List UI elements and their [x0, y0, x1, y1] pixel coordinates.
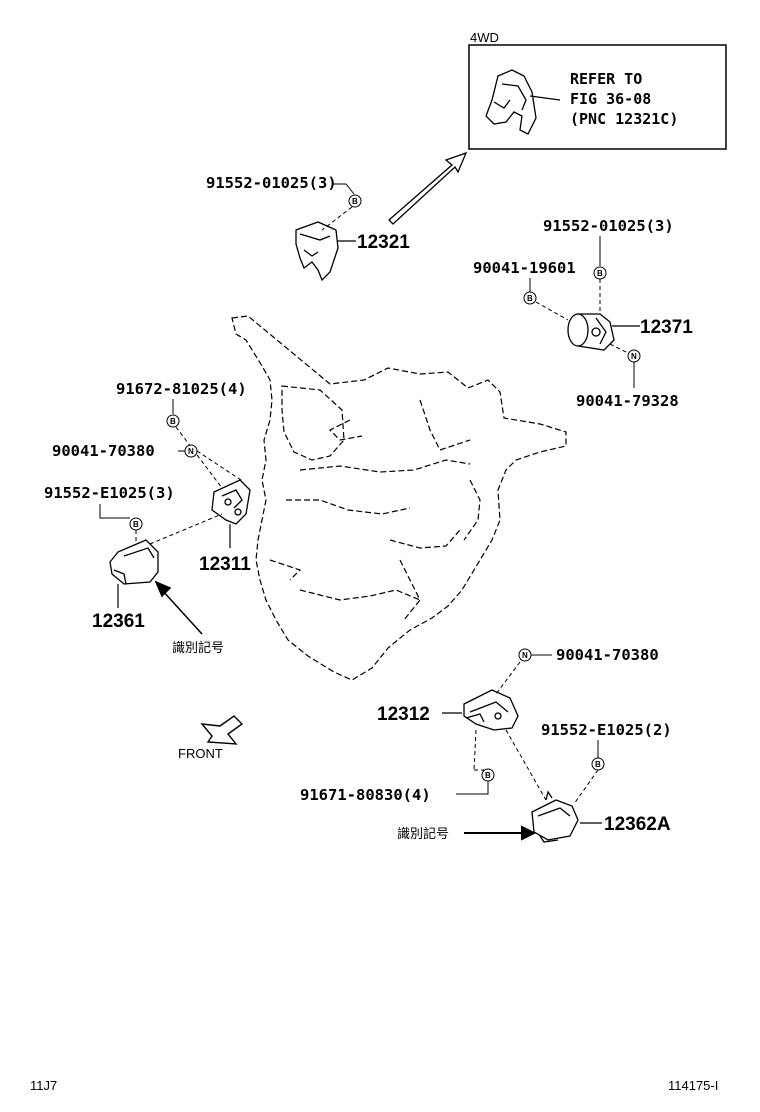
nut-marker: N — [184, 444, 198, 458]
pn-90041-79328: 90041-79328 — [576, 392, 679, 410]
front-label: FRONT — [178, 746, 223, 761]
svg-text:B: B — [595, 760, 601, 769]
svg-text:N: N — [188, 447, 194, 456]
bolt-marker: B — [481, 768, 495, 782]
ident-arrow-2 — [464, 825, 537, 841]
svg-text:B: B — [485, 771, 491, 780]
pn-90041-70380-b: 90041-70380 — [556, 646, 659, 664]
pnc-12311: 12311 — [199, 554, 251, 575]
bolt-marker: B — [348, 194, 362, 208]
ident-mark-label-1: 識別記号 — [172, 640, 224, 656]
variant-label: 4WD — [470, 30, 499, 45]
svg-text:N: N — [631, 352, 637, 361]
front-arrow-icon — [200, 715, 244, 745]
ident-mark-label-2: 識別記号 — [397, 826, 449, 842]
engine-block-outline — [231, 315, 567, 681]
pnc-12321: 12321 — [357, 232, 410, 253]
pnc-12371: 12371 — [640, 317, 693, 338]
bolt-marker: B — [593, 266, 607, 280]
pn-90041-19601: 90041-19601 — [473, 259, 576, 277]
pn-91552-01025-b: 91552-01025(3) — [543, 217, 674, 235]
pnc-12362a: 12362A — [604, 814, 671, 835]
bracket-12312-illustration — [463, 689, 519, 731]
pn-91552-e1025-a: 91552-E1025(3) — [44, 484, 175, 502]
svg-text:B: B — [352, 197, 358, 206]
footer-left-code: 11J7 — [30, 1078, 57, 1093]
pn-91552-e1025-b: 91552-E1025(2) — [541, 721, 672, 739]
pn-91552-01025-a: 91552-01025(3) — [206, 174, 337, 192]
engine-mount-12371-illustration — [567, 313, 615, 351]
pn-91671-80830: 91671-80830(4) — [300, 786, 431, 804]
bracket-12311-illustration — [211, 479, 251, 525]
pn-90041-70380-a: 90041-70380 — [52, 442, 155, 460]
refer-line-1: REFER TO — [570, 70, 642, 88]
nut-marker: N — [627, 349, 641, 363]
ident-arrow-1 — [154, 580, 203, 635]
footer-right-code: 114175-I — [668, 1078, 718, 1093]
pnc-12361: 12361 — [92, 611, 145, 632]
pn-91672-81025: 91672-81025(4) — [116, 380, 247, 398]
bolt-marker: B — [523, 291, 537, 305]
svg-text:B: B — [527, 294, 533, 303]
bolt-marker: B — [166, 414, 180, 428]
mount-12362a-illustration — [531, 790, 579, 843]
mount-12361-illustration — [109, 539, 159, 585]
svg-text:B: B — [170, 417, 176, 426]
nut-marker: N — [518, 648, 532, 662]
refer-arrow — [388, 151, 468, 225]
refer-line-2: FIG 36-08 — [570, 90, 651, 108]
svg-text:B: B — [597, 269, 603, 278]
refer-line-3: (PNC 12321C) — [570, 110, 678, 128]
pnc-12312: 12312 — [377, 704, 430, 725]
svg-text:N: N — [522, 651, 528, 660]
refer-bracket-illustration — [485, 69, 561, 135]
bolt-marker: B — [129, 517, 143, 531]
refer-box — [468, 44, 727, 150]
bolt-marker: B — [591, 757, 605, 771]
bracket-12321-illustration — [295, 221, 339, 282]
svg-text:B: B — [133, 520, 139, 529]
